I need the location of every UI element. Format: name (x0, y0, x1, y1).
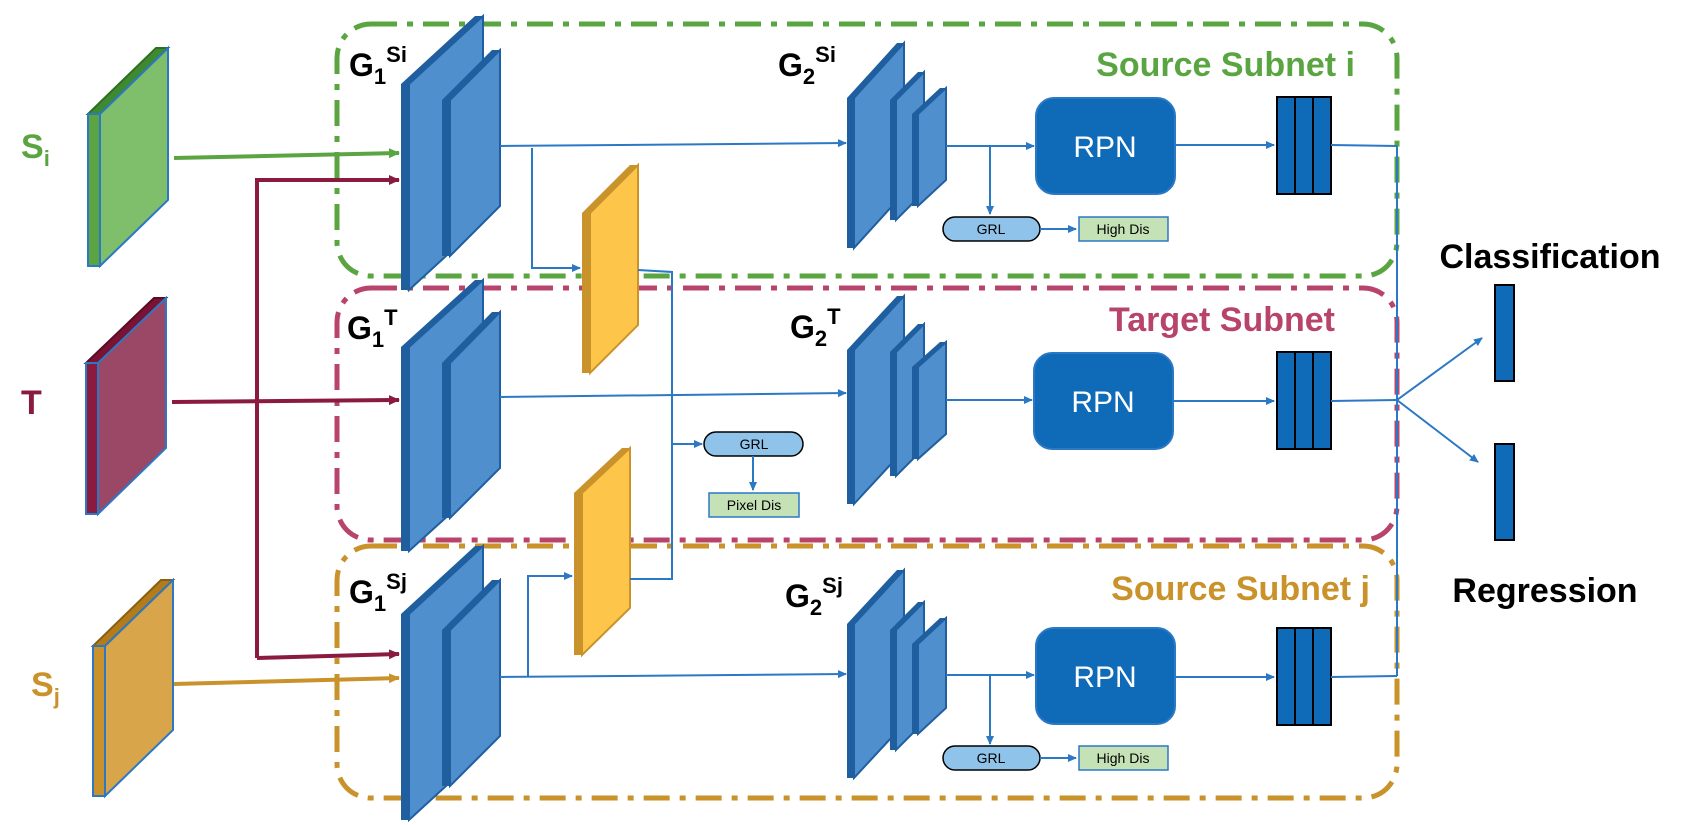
si-to-g1-arrow (173, 148, 400, 160)
target-subnet-title: Target Subnet (1109, 301, 1335, 339)
input-t-image (83, 295, 169, 517)
t-branch-line (255, 175, 400, 658)
g2-si-block (847, 40, 947, 251)
target-subnet-frame (334, 285, 1400, 543)
roi-feature-t (1276, 351, 1332, 450)
g1-si-to-g2-si-arrow (499, 139, 847, 148)
source-subnet-i-title: Source Subnet i (1096, 46, 1355, 84)
roi-feature-si (1276, 96, 1332, 195)
input-t-label: T (21, 384, 42, 422)
g1-sj-label: G1Sj (349, 569, 407, 616)
source-subnet-i-frame (334, 21, 1400, 279)
input-si-image (85, 45, 171, 269)
g1-t-to-g2-t-arrow (499, 389, 847, 398)
regression-label: Regression (1452, 572, 1637, 610)
regression-output-bar (1494, 443, 1515, 541)
to-regression-arrow (1396, 399, 1479, 463)
g2-t-block (847, 293, 947, 507)
roi-si-out-line (1330, 144, 1398, 147)
grl-high-i-label: GRL (977, 221, 1006, 237)
rpn-label-t: RPN (1071, 386, 1134, 419)
g1-si-label: G1Si (349, 42, 407, 89)
high-dis-i-label: High Dis (1097, 221, 1150, 237)
pixel-feature-block-lower (574, 445, 631, 658)
source-subnet-j-frame (334, 543, 1400, 801)
high-dis-j-box (1078, 745, 1169, 771)
input-sj-label: Sj (31, 666, 60, 709)
rpn-label-sj: RPN (1073, 661, 1136, 694)
g1-sj-to-pixel-block-arrow (527, 572, 573, 676)
roi-sj-out-line (1330, 675, 1398, 678)
pixel-feature-block-upper (582, 162, 639, 376)
source-subnet-j-title: Source Subnet j (1111, 570, 1370, 608)
g2-sj-block (847, 567, 947, 781)
classification-output-bar (1494, 284, 1515, 382)
pixel-dis-box (708, 492, 800, 518)
g2-sj-label: G2Sj (785, 573, 843, 620)
high-dis-j-label: High Dis (1097, 750, 1150, 766)
input-si-label: Si (21, 128, 50, 171)
g1-t-block (401, 277, 501, 554)
g1-t-label: G1T (347, 305, 398, 352)
g1-sj-to-g2-sj-arrow (499, 670, 847, 679)
roi-t-out-line (1330, 399, 1398, 402)
pixel-upper-to-grl-line (637, 269, 703, 448)
classification-label: Classification (1439, 238, 1660, 276)
to-classification-arrow (1396, 337, 1483, 401)
input-sj-image (90, 577, 176, 799)
g1-si-to-pixel-block-arrow (531, 148, 581, 272)
t-to-g1-sj-arrow (256, 649, 400, 660)
sj-to-g1-arrow (173, 673, 400, 686)
rpn-label-si: RPN (1073, 131, 1136, 164)
g1-sj-block (401, 543, 501, 823)
t-to-g1-arrow (171, 395, 400, 406)
grl-pixel-label: GRL (740, 436, 769, 452)
pixel-dis-label: Pixel Dis (727, 497, 781, 513)
g2-si-label: G2Si (778, 42, 836, 89)
roi-feature-sj (1276, 627, 1332, 726)
g2-t-label: G2T (790, 304, 841, 351)
high-dis-i-box (1078, 216, 1169, 242)
pixel-lower-to-grl-line (630, 444, 673, 580)
grl-high-j-label: GRL (977, 750, 1006, 766)
g1-si-block (401, 13, 501, 293)
